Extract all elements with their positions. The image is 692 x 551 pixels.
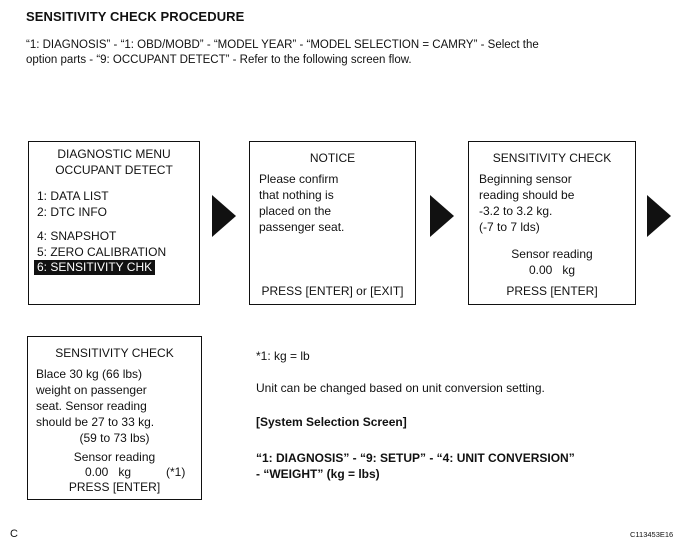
menu-item-dtc-info: 2: DTC INFO bbox=[37, 205, 108, 219]
note-system-selection-heading: [System Selection Screen] bbox=[256, 415, 407, 429]
screen4-line-3: seat. Sensor reading bbox=[36, 399, 147, 413]
screen1-title-2: OCCUPANT DETECT bbox=[55, 163, 173, 177]
note-path-line-2: - “WEIGHT” (kg = lbs) bbox=[256, 467, 380, 481]
screen4-line-5: (59 to 73 lbs) bbox=[79, 431, 150, 445]
menu-item-snapshot: 4: SNAPSHOT bbox=[37, 229, 117, 243]
screen2-footer: PRESS [ENTER] or [EXIT] bbox=[261, 284, 404, 298]
menu-item-data-list: 1: DATA LIST bbox=[37, 189, 109, 203]
arrow-right-icon bbox=[647, 195, 671, 237]
arrow-right-icon bbox=[430, 195, 454, 237]
intro-line-1: “1: DIAGNOSIS” - “1: OBD/MOBD” - “MODEL … bbox=[26, 39, 539, 51]
screen4-reading-label: Sensor reading bbox=[73, 450, 156, 464]
screen4-line-2: weight on passenger bbox=[36, 383, 147, 397]
footer-letter: C bbox=[10, 528, 18, 540]
arrow-right-icon bbox=[212, 195, 236, 237]
screen4-line-4: should be 27 to 33 kg. bbox=[36, 415, 155, 429]
note-unit-conversion: Unit can be changed based on unit conver… bbox=[256, 381, 545, 395]
screen-sensitivity-check-weight: SENSITIVITY CHECK Blace 30 kg (66 lbs) w… bbox=[27, 336, 202, 500]
screen-notice: NOTICE Please confirm that nothing is pl… bbox=[249, 141, 416, 305]
intro-line-2: option parts - “9: OCCUPANT DETECT” - Re… bbox=[26, 54, 412, 66]
screen3-line-4: (-7 to 7 lds) bbox=[479, 220, 540, 234]
screen-sensitivity-check-initial: SENSITIVITY CHECK Beginning sensor readi… bbox=[468, 141, 636, 305]
note-unit: *1: kg = lb bbox=[256, 349, 310, 363]
screen3-reading-value: 0.00 kg bbox=[528, 263, 576, 277]
screen3-line-1: Beginning sensor bbox=[479, 172, 572, 186]
screen1-title-1: DIAGNOSTIC MENU bbox=[57, 147, 171, 161]
intro-text: “1: DIAGNOSIS” - “1: OBD/MOBD” - “MODEL … bbox=[26, 38, 666, 68]
menu-item-sensitivity-chk: 6: SENSITIVITY CHK bbox=[34, 260, 156, 275]
screen4-footer: PRESS [ENTER] bbox=[68, 480, 161, 494]
figure-code: C113453E16 bbox=[630, 530, 674, 539]
screen4-reading-value: 0.00 kg bbox=[85, 465, 132, 479]
screen2-title: NOTICE bbox=[309, 151, 356, 165]
page-title: SENSITIVITY CHECK PROCEDURE bbox=[26, 9, 245, 24]
screen2-line-1: Please confirm bbox=[259, 172, 339, 186]
note-path-line-1: “1: DIAGNOSIS” - “9: SETUP” - “4: UNIT C… bbox=[256, 451, 575, 465]
menu-item-zero-calibration: 5: ZERO CALIBRATION bbox=[37, 245, 167, 259]
screen3-line-3: -3.2 to 3.2 kg. bbox=[479, 204, 553, 218]
screen3-reading-label: Sensor reading bbox=[511, 247, 593, 261]
screen3-footer: PRESS [ENTER] bbox=[506, 284, 598, 298]
screen2-line-3: placed on the bbox=[259, 204, 332, 218]
screen4-title: SENSITIVITY CHECK bbox=[55, 346, 174, 360]
screen4-line-1: Blace 30 kg (66 lbs) bbox=[36, 367, 143, 381]
screen3-line-2: reading should be bbox=[479, 188, 575, 202]
screen2-line-4: passenger seat. bbox=[259, 220, 345, 234]
screen4-reading-note: (*1) bbox=[166, 465, 186, 479]
screen2-line-2: that nothing is bbox=[259, 188, 334, 202]
screen-diagnostic-menu: DIAGNOSTIC MENU OCCUPANT DETECT 1: DATA … bbox=[28, 141, 200, 305]
screen3-title: SENSITIVITY CHECK bbox=[492, 151, 612, 165]
